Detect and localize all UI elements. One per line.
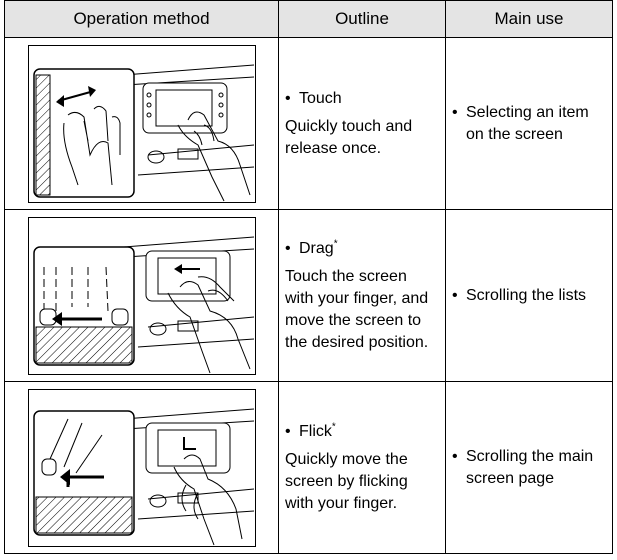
gesture-term: Touch bbox=[299, 89, 342, 107]
gesture-term: Drag bbox=[299, 239, 334, 257]
bullet-icon: • bbox=[452, 286, 458, 304]
drag-illustration bbox=[27, 216, 256, 375]
header-row: Operation method Outline Main use bbox=[4, 0, 613, 38]
gesture-description: Quickly touch and release once. bbox=[285, 117, 413, 157]
header-operation-method: Operation method bbox=[4, 0, 279, 38]
main-use-text: Scrolling the lists bbox=[466, 286, 587, 304]
table-row: • Touch Quickly touch and release once. … bbox=[4, 37, 613, 210]
illustration-cell bbox=[4, 37, 279, 210]
outline-cell: • Drag* Touch the screen with your finge… bbox=[278, 209, 446, 382]
main-use-text: Selecting an item on the screen bbox=[466, 103, 589, 143]
operation-table: Operation method Outline Main use bbox=[4, 0, 613, 554]
illustration-cell bbox=[4, 381, 279, 554]
asterisk-note: * bbox=[333, 238, 338, 250]
bullet-icon: • bbox=[285, 239, 291, 257]
table-row: • Flick* Quickly move the screen by flic… bbox=[4, 381, 613, 554]
gesture-description: Quickly move the screen by flicking with… bbox=[285, 450, 408, 512]
use-cell: • Selecting an item on the screen bbox=[445, 37, 613, 210]
touch-illustration bbox=[27, 44, 256, 203]
bullet-icon: • bbox=[285, 422, 291, 440]
outline-cell: • Flick* Quickly move the screen by flic… bbox=[278, 381, 446, 554]
bullet-icon: • bbox=[452, 103, 458, 121]
illustration-cell bbox=[4, 209, 279, 382]
gesture-description: Touch the screen with your finger, and m… bbox=[285, 267, 429, 351]
header-main-use: Main use bbox=[445, 0, 613, 38]
main-use-text: Scrolling the main screen page bbox=[466, 447, 594, 487]
bullet-icon: • bbox=[285, 89, 291, 107]
header-outline: Outline bbox=[278, 0, 446, 38]
use-cell: • Scrolling the main screen page bbox=[445, 381, 613, 554]
table-row: • Drag* Touch the screen with your finge… bbox=[4, 209, 613, 382]
outline-cell: • Touch Quickly touch and release once. bbox=[278, 37, 446, 210]
asterisk-note: * bbox=[331, 421, 336, 433]
use-cell: • Scrolling the lists bbox=[445, 209, 613, 382]
flick-illustration bbox=[27, 388, 256, 547]
gesture-term: Flick bbox=[299, 422, 332, 440]
bullet-icon: • bbox=[452, 447, 458, 465]
